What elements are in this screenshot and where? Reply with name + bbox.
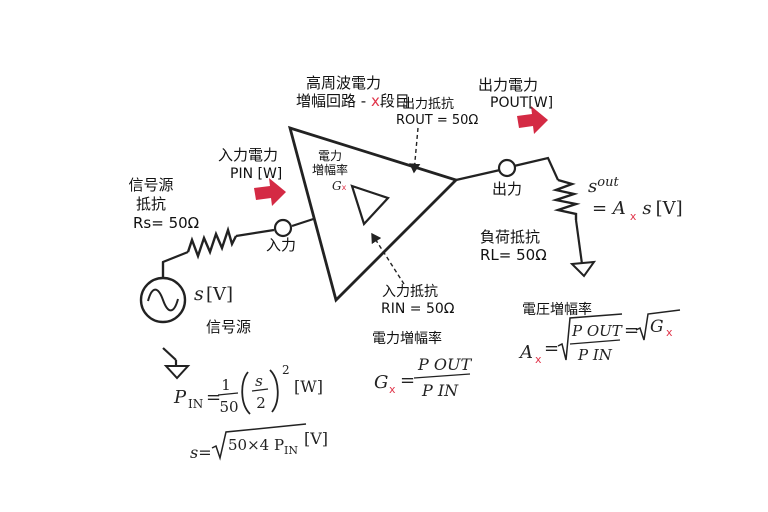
- source-voltage-unit: [V]: [206, 284, 233, 305]
- s-radicand-sub: IN: [284, 444, 298, 457]
- amp-gx-sub: x: [342, 183, 347, 192]
- rout-title: 出力抵抗: [402, 97, 454, 112]
- ax-sqrt-sign: [557, 313, 623, 361]
- ax-g-sub: x: [666, 326, 673, 339]
- resistor-rs: [186, 225, 238, 260]
- load-title: 負荷抵抗: [480, 228, 540, 246]
- sine-icon: [147, 288, 179, 312]
- gx-num: P OUT: [417, 355, 472, 374]
- sout-eq-unit: [V]: [656, 198, 683, 219]
- ax-sub: x: [535, 353, 542, 366]
- s-radicand: 50×4 P: [228, 436, 284, 454]
- pin-lhs-sub: IN: [188, 397, 203, 411]
- ground-icon-source: [163, 365, 191, 380]
- gx-sub: x: [389, 383, 396, 396]
- sout-eq-sub: x: [630, 210, 637, 223]
- gx-lhs: G: [374, 372, 388, 393]
- amp-gain-line2: 増幅率: [312, 162, 348, 177]
- ax-g: G: [650, 317, 664, 337]
- amp-title-line1: 高周波電力: [306, 74, 381, 92]
- ac-source: [139, 262, 187, 324]
- amp-gx-label: Gx: [332, 179, 347, 193]
- frac-2: 2: [256, 394, 266, 412]
- formula-gx: 電力増幅率 G x = P OUT P IN: [372, 330, 472, 400]
- amp-gain-line1: 電力: [318, 149, 342, 163]
- input-node: [273, 218, 293, 238]
- output-node-label: 出力: [492, 180, 522, 198]
- rout-value: ROUT = 50Ω: [396, 113, 478, 128]
- wire-load-to-ground: [574, 219, 584, 265]
- sout-sub: out: [597, 175, 619, 190]
- gx-eq: =: [400, 370, 415, 391]
- pin-num: 1: [221, 376, 231, 394]
- ax-eq2: =: [624, 320, 639, 341]
- frac-s: s: [255, 372, 263, 390]
- ground-icon-load: [569, 260, 597, 278]
- gx-den: P IN: [421, 381, 459, 400]
- sqrt-sign: [211, 423, 307, 461]
- rs-label: Rs= 50Ω: [133, 214, 199, 232]
- paren-left: [241, 371, 251, 415]
- output-power-arrow-icon: [517, 106, 548, 134]
- pin-exp: 2: [282, 363, 290, 377]
- amp-title-prefix: 増幅回路 -: [296, 92, 371, 110]
- pin-lhs: P: [173, 387, 187, 408]
- source-voltage-symbol: s: [194, 283, 204, 305]
- wire-output-to-load: [513, 156, 560, 181]
- pin-eq: =: [206, 387, 221, 408]
- ax-eq: =: [544, 338, 559, 359]
- input-power-arrow-icon: [254, 178, 286, 206]
- source-title-line1: 信号源: [128, 176, 173, 194]
- amp-title-line2: 増幅回路 - x段目: [296, 92, 410, 110]
- volt-title: 電圧増幅率: [522, 301, 592, 318]
- formula-s: s= 50×4 P IN [V]: [190, 423, 328, 462]
- ax-den: P IN: [577, 346, 613, 364]
- amp-title-x: x: [371, 92, 380, 110]
- ax-num: P OUT: [571, 322, 623, 340]
- wire-rs-to-input: [235, 228, 275, 238]
- wire-source-ground: [162, 347, 177, 361]
- sout-eq-s: s: [642, 198, 651, 219]
- formula-pin: P IN = 1 50 s 2 2 [W]: [173, 363, 323, 416]
- source-bottom-label: 信号源: [206, 318, 251, 336]
- sout-symbol: s: [588, 176, 597, 197]
- ax-sqrt-sign-2: [635, 309, 681, 341]
- inner-amp-triangle: [350, 184, 390, 227]
- ax-lhs: A: [518, 342, 533, 363]
- paren-right: [269, 369, 279, 413]
- pin-den: 50: [219, 398, 238, 416]
- sout-label: sout: [588, 175, 619, 197]
- source-title-line2: 抵抗: [136, 195, 166, 213]
- s-lhs: s=: [190, 443, 212, 462]
- input-power-title: 入力電力: [218, 146, 278, 164]
- sout-eq-a: = A: [592, 198, 626, 219]
- pin-unit: [W]: [294, 377, 323, 396]
- formula-ax: 電圧増幅率 A x = P OUT P IN = G x: [518, 301, 681, 366]
- wire-tip-to-output: [455, 168, 501, 182]
- pout-label: POUT[W]: [490, 95, 553, 111]
- output-power-title: 出力電力: [478, 76, 538, 94]
- resistor-rl: [551, 178, 581, 220]
- amp-gx-symbol: G: [332, 179, 342, 193]
- rin-title: 入力抵抗: [382, 284, 438, 300]
- output-node: [497, 158, 517, 178]
- input-node-label: 入力: [266, 236, 296, 254]
- rin-pointer-arrow: [371, 232, 405, 285]
- rin-value: RIN = 50Ω: [381, 301, 455, 317]
- amp-title-suffix: 段目: [380, 92, 410, 110]
- load-value: RL= 50Ω: [480, 246, 547, 264]
- gain-title: 電力増幅率: [372, 330, 442, 347]
- rout-pointer-arrow: [409, 127, 421, 174]
- pin-label: PIN [W]: [230, 166, 282, 182]
- s-unit: [V]: [304, 429, 328, 448]
